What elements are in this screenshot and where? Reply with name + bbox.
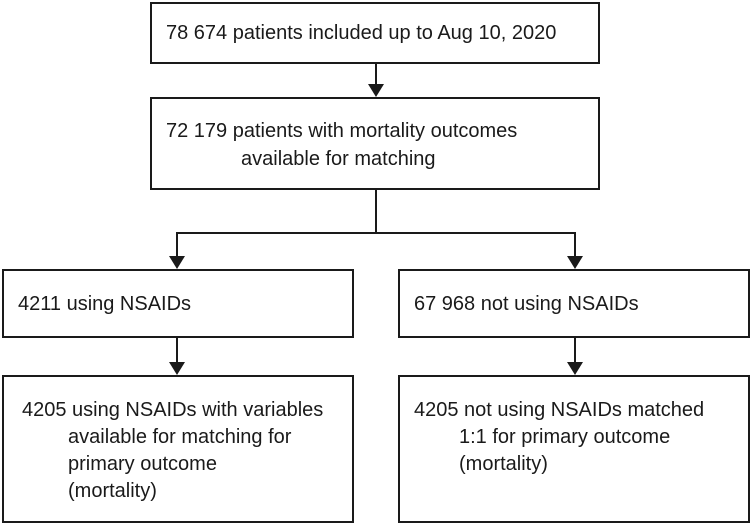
- box-using-nsaids: 4211 using NSAIDs: [2, 269, 354, 338]
- box-mortality-outcomes-line-2: available for matching: [241, 148, 436, 170]
- box-patients-included-text: 78 674 patients included up to Aug 10, 2…: [166, 22, 557, 44]
- box-nsaids-matching-variables-line-1: 4205 using NSAIDs with variables: [22, 399, 324, 421]
- box-nsaids-matching-variables-line-3: primary outcome: [68, 453, 217, 475]
- box-not-using-nsaids-text: 67 968 not using NSAIDs: [414, 293, 639, 315]
- arrowhead-to-bottom-right: [567, 362, 583, 375]
- box-nsaids-matching-variables-line-2: available for matching for: [68, 426, 292, 448]
- arrowhead-to-left: [169, 256, 185, 269]
- box-using-nsaids-text: 4211 using NSAIDs: [18, 293, 192, 315]
- box-not-using-nsaids: 67 968 not using NSAIDs: [398, 269, 750, 338]
- box-nsaids-matching-variables-line-4: (mortality): [68, 480, 157, 502]
- box-nsaids-matching-variables: 4205 using NSAIDs with variables availab…: [2, 375, 354, 523]
- arrowhead-to-right: [567, 256, 583, 269]
- box-not-nsaids-matched: 4205 not using NSAIDs matched 1:1 for pr…: [398, 375, 750, 523]
- box-patients-included: 78 674 patients included up to Aug 10, 2…: [150, 2, 600, 64]
- arrowhead-to-bottom-left: [169, 362, 185, 375]
- box-not-nsaids-matched-line-2: 1:1 for primary outcome: [459, 426, 671, 448]
- box-mortality-outcomes: 72 179 patients with mortality outcomes …: [150, 97, 600, 190]
- box-mortality-outcomes-line-1: 72 179 patients with mortality outcomes: [166, 120, 518, 142]
- arrowhead-to-middle: [368, 84, 384, 97]
- box-not-nsaids-matched-line-3: (mortality): [459, 453, 548, 475]
- box-not-nsaids-matched-line-1: 4205 not using NSAIDs matched: [414, 399, 705, 421]
